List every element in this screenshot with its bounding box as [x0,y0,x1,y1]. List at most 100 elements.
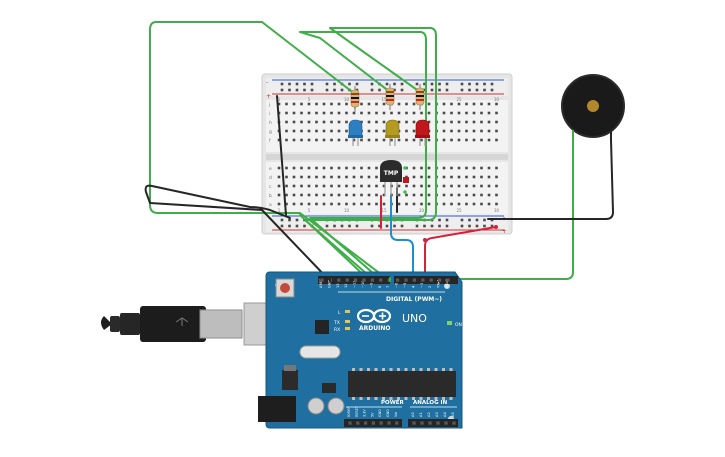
breadboard-hole[interactable] [300,184,303,188]
rail-hole[interactable] [280,218,284,222]
breadboard-hole[interactable] [315,202,318,206]
breadboard-hole[interactable] [480,120,483,124]
breadboard-hole[interactable] [337,184,341,188]
breadboard-hole[interactable] [360,202,363,206]
breadboard-hole[interactable] [472,166,476,170]
breadboard-hole[interactable] [285,184,288,188]
breadboard-hole[interactable] [427,184,431,188]
breadboard-hole[interactable] [457,138,461,142]
breadboard-hole[interactable] [307,138,311,142]
breadboard-hole[interactable] [457,166,461,170]
breadboard-hole[interactable] [427,166,431,170]
digital-header-right[interactable] [394,276,458,284]
rail-hole[interactable] [288,82,291,86]
breadboard-hole[interactable] [322,166,326,170]
rail-hole[interactable] [438,88,441,92]
breadboard-hole[interactable] [337,111,341,115]
header-pin[interactable] [429,278,433,282]
breadboard-hole[interactable] [487,111,491,115]
breadboard-hole[interactable] [487,175,491,179]
rail-hole[interactable] [438,224,441,228]
breadboard-hole[interactable] [292,175,296,179]
breadboard-hole[interactable] [442,120,446,124]
breadboard-hole[interactable] [457,175,461,179]
rail-hole[interactable] [288,88,291,92]
breadboard-hole[interactable] [480,184,483,188]
breadboard-hole[interactable] [292,102,296,106]
breadboard-hole[interactable] [405,193,408,197]
breadboard-hole[interactable] [457,202,461,206]
tmp-sensor[interactable]: TMP [380,160,402,196]
breadboard-hole[interactable] [487,202,491,206]
breadboard-hole[interactable] [375,166,378,170]
rail-hole[interactable] [400,224,404,228]
breadboard-hole[interactable] [285,202,288,206]
breadboard-hole[interactable] [322,120,326,124]
breadboard-hole[interactable] [420,193,423,197]
rail-hole[interactable] [325,88,329,92]
breadboard-hole[interactable] [285,193,288,197]
breadboard-hole[interactable] [345,120,348,124]
header-pin[interactable] [436,421,440,425]
breadboard-hole[interactable] [322,175,326,179]
breadboard-hole[interactable] [480,166,483,170]
breadboard-hole[interactable] [360,102,363,106]
led-red[interactable] [415,119,430,146]
breadboard-hole[interactable] [405,184,408,188]
rail-hole[interactable] [303,224,306,228]
breadboard-hole[interactable] [300,129,303,133]
breadboard-hole[interactable] [307,193,311,197]
analog-header[interactable] [408,419,458,427]
breadboard-hole[interactable] [337,102,341,106]
rail-hole[interactable] [348,224,351,228]
rail-hole[interactable] [483,88,486,92]
header-pin[interactable] [412,421,416,425]
breadboard-hole[interactable] [345,202,348,206]
breadboard-hole[interactable] [487,166,491,170]
breadboard-hole[interactable] [375,184,378,188]
rail-hole[interactable] [288,218,291,222]
breadboard-hole[interactable] [307,166,311,170]
breadboard-hole[interactable] [292,138,296,142]
breadboard-hole[interactable] [367,184,371,188]
breadboard-hole[interactable] [307,184,311,188]
breadboard-hole[interactable] [412,102,416,106]
breadboard-hole[interactable] [405,129,408,133]
breadboard-hole[interactable] [322,111,326,115]
piezo-buzzer[interactable] [561,74,625,142]
breadboard-hole[interactable] [480,129,483,133]
breadboard-hole[interactable] [375,202,378,206]
breadboard-hole[interactable] [285,175,288,179]
breadboard-hole[interactable] [375,120,378,124]
breadboard-hole[interactable] [480,175,483,179]
breadboard-hole[interactable] [472,202,476,206]
rail-hole[interactable] [468,218,471,222]
breadboard-hole[interactable] [442,102,446,106]
breadboard-hole[interactable] [345,184,348,188]
breadboard-hole[interactable] [367,129,371,133]
rail-hole[interactable] [490,88,494,92]
breadboard-hole[interactable] [420,111,423,115]
rail-hole[interactable] [280,88,284,92]
led-blue[interactable] [348,119,363,146]
breadboard-hole[interactable] [487,138,491,142]
breadboard-hole[interactable] [427,120,431,124]
header-pin[interactable] [379,278,383,282]
rail-hole[interactable] [393,224,396,228]
breadboard-hole[interactable] [487,120,491,124]
breadboard-hole[interactable] [442,166,446,170]
breadboard-hole[interactable] [495,184,498,188]
rail-hole[interactable] [445,88,449,92]
breadboard-hole[interactable] [367,102,371,106]
breadboard-hole[interactable] [412,138,416,142]
breadboard-hole[interactable] [450,202,453,206]
breadboard-hole[interactable] [382,202,386,206]
breadboard-hole[interactable] [412,120,416,124]
breadboard-hole[interactable] [495,175,498,179]
breadboard-hole[interactable] [352,175,356,179]
breadboard-hole[interactable] [300,111,303,115]
breadboard-hole[interactable] [465,202,468,206]
breadboard-hole[interactable] [322,129,326,133]
rail-hole[interactable] [475,224,479,228]
breadboard-hole[interactable] [352,111,356,115]
